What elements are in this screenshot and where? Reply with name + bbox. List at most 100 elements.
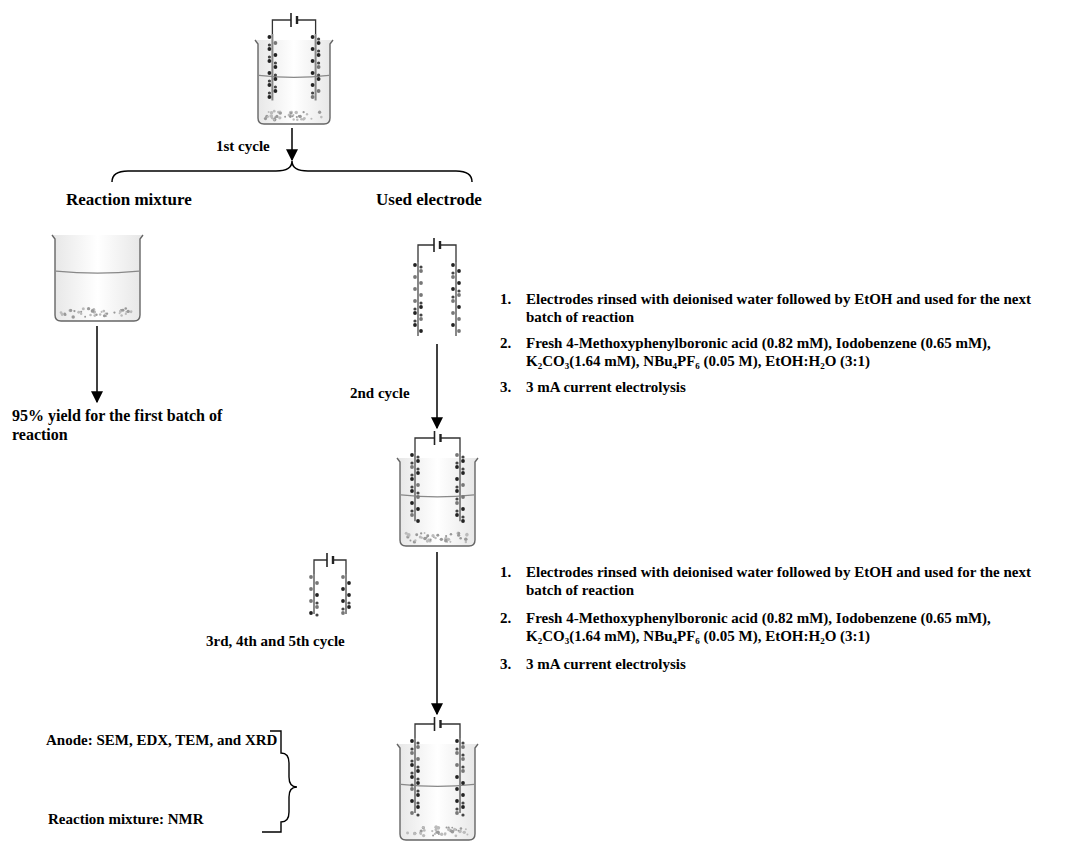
beaker [52,235,143,321]
sediment-dot [447,828,451,832]
catalyst-dot [268,59,272,63]
sediment-dot [432,834,434,836]
sediment-dot [320,116,323,119]
catalyst-dot [461,801,464,804]
sediment-dot [82,307,85,310]
catalyst-dot [410,477,414,481]
electrode-rod [459,452,461,521]
step-number: 1. [500,290,511,308]
catalyst-dot [410,775,414,779]
catalyst-dot [416,793,420,797]
catalyst-dot [461,471,465,475]
sediment-dot [406,831,409,834]
catalyst-dot [455,787,459,791]
wire [418,245,456,262]
catalyst-dot [455,799,459,803]
sediment-dot [69,309,73,313]
catalyst-dot [461,519,465,523]
catalyst-dot [455,763,459,767]
battery-plate [296,16,298,24]
catalyst-dot [461,805,465,809]
sediment-dot [422,826,425,829]
battery-plate [434,717,436,731]
sediment-dot [421,537,423,539]
sediment-dot [303,117,306,120]
sediment-dot [80,311,82,313]
catalyst-dot [410,509,413,512]
catalyst-dot [268,55,271,58]
catalyst-dot [341,587,345,591]
electrode-rod [315,34,317,100]
catalyst-dot [317,53,321,57]
battery-plate [332,556,334,564]
catalyst-dot [317,77,321,81]
catalyst-dot [451,299,455,303]
flow-arrow [96,326,98,402]
catalyst-dot [419,301,422,304]
sediment-dot [431,534,434,537]
catalyst-dot [419,281,423,285]
sediment-dot [409,540,411,542]
catalyst-dot [416,495,420,499]
catalyst-dot [461,515,464,518]
catalyst-dot [457,329,461,333]
sediment-dot [464,537,468,541]
sediment-dot [434,833,436,835]
sediment-dot [270,111,274,115]
sediment-dot [422,834,425,837]
sediment-dot [438,833,440,835]
catalyst-dot [274,65,278,69]
flow-arrow [436,344,438,428]
sediment-dot [440,833,443,836]
battery-plate [439,720,441,728]
catalyst-dot [274,53,278,57]
beaker [255,13,333,124]
catalyst-dot [451,323,455,327]
beaker [397,431,478,546]
sediment-dot [113,311,115,313]
catalyst-dot [268,43,271,46]
wire [415,724,460,738]
sediment-dot [444,539,448,543]
catalyst-dot [416,765,419,768]
step-text: Fresh 4-Methoxyphenylboronic acid (0.82 … [526,609,1031,645]
sediment-dot [64,313,67,316]
battery-plate [439,434,441,442]
catalyst-dot [413,319,416,322]
catalyst-dot [347,593,351,597]
sediment-dot [284,116,286,118]
catalyst-dot [419,317,423,321]
sediment-dot [69,309,72,312]
sediment-dot [466,533,468,535]
catalyst-dot [410,759,413,762]
catalyst-dot [455,453,459,457]
catalyst-dot [455,775,459,779]
catalyst-dot [455,751,459,755]
catalyst-dot [451,295,454,298]
step-text: 3 mA current electrolysis [526,655,1031,673]
sediment-dot [446,827,448,829]
sediment-dot [459,537,462,540]
sediment-dot [124,307,127,310]
step-text: Fresh 4-Methoxyphenylboronic acid (0.82 … [526,334,1031,370]
catalyst-dot [413,263,417,267]
yield-note: 95% yield for the first batch of reactio… [12,406,227,444]
catalyst-dot [419,305,423,309]
sediment-dot [413,832,416,835]
catalyst-dot [416,491,419,494]
sediment-dot [419,832,421,834]
sediment-dot [278,116,281,119]
catalyst-dot [410,799,414,803]
flow-arrow [291,128,293,160]
catalyst-dot [455,465,459,469]
catalyst-dot [461,753,464,756]
sediment-dot [89,314,92,317]
sediment-dot [444,834,446,836]
catalyst-dot [268,91,271,94]
catalyst-dot [461,467,464,470]
catalyst-dot [416,455,419,458]
step-number: 3. [500,655,511,673]
sediment-dot [290,112,292,114]
catalyst-dot [410,747,413,750]
catalyst-dot [309,599,313,603]
